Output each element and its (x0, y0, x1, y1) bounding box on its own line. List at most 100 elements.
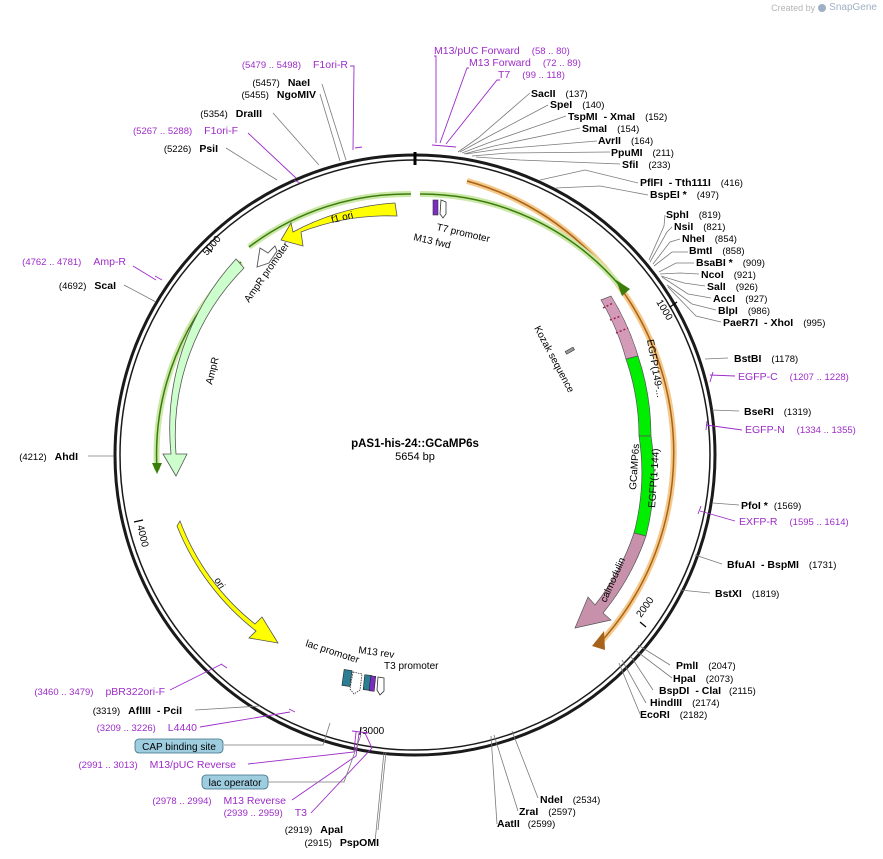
enzyme-sphi: SphI(819) (666, 209, 721, 221)
cap-binding-marker (341, 669, 353, 687)
enzyme-labels: SacII(137) SpeI(140) TspMI- XmaI(152) Sm… (497, 88, 836, 830)
primer-f1ori-r: (5479 .. 5498)F1ori-R (242, 59, 349, 71)
enzyme-acci: AccI(927) (713, 293, 767, 305)
m13-rev-label: M13 rev (358, 645, 395, 661)
enzyme-zrai: ZraI(2597) (519, 806, 576, 818)
backbone-green-arc-top-line (419, 193, 622, 288)
primer-t7: T7(99 .. 118) (498, 69, 565, 81)
enzyme-pflfi: PflFI- Tth111I(416) (640, 177, 743, 189)
t7-promoter-arrow (439, 199, 447, 219)
m13-fwd-marker (432, 199, 439, 216)
calmodulin-arrow (574, 532, 647, 629)
egfp-1144-label: EGFP(1-144) (647, 448, 662, 508)
green-arrow-left-bottom (152, 463, 162, 474)
enzyme-bspdi: BspDI- ClaI(2115) (659, 685, 756, 697)
enzyme-bstbi: BstBI(1178) (734, 353, 798, 365)
primer-l4440: (3209 .. 3226)L4440 (97, 722, 198, 734)
primer-egfp-n: EGFP-N(1334 .. 1355) (745, 424, 856, 436)
primer-labels: M13/pUC Forward(58 .. 80) M13 Forward(72… (22, 45, 856, 819)
ampr-label: AmpR (204, 356, 221, 386)
enzyme-psii: (5226)PsiI (164, 143, 218, 155)
plasmid-size: 5654 bp (395, 451, 435, 463)
enzyme-nhei: NheI(854) (682, 233, 737, 245)
enzyme-ecori: EcoRI(2182) (640, 709, 707, 721)
enzyme-apai: (2919)ApaI (285, 824, 343, 836)
kozak-label: Kozak sequence (531, 324, 576, 395)
ori-label: ori (211, 576, 226, 591)
tick-4000: 4000 (133, 519, 150, 549)
enzyme-bstxi: BstXI(1819) (715, 588, 779, 600)
backbone-green-arc-left-line (248, 193, 412, 248)
primer-m13-forward: M13 Forward(72 .. 89) (469, 57, 581, 69)
enzyme-pspomi: (2915)PspOMI (304, 837, 379, 849)
green-arrow-top-right (616, 280, 630, 296)
enzyme-ndei: NdeI(2534) (540, 794, 600, 806)
gcamp6s-arrowhead (592, 631, 605, 650)
snapgene-logo-icon (818, 3, 827, 12)
egfp-149-hatch-1 (602, 302, 614, 309)
lac-operator-label: lac operator (209, 778, 262, 789)
tick-5000: 5000 (201, 233, 224, 257)
cap-leader (224, 722, 331, 746)
t3-promoter-label: T3 promoter (384, 661, 439, 672)
enzyme-smai: SmaI(154) (582, 123, 639, 135)
enzyme-blpi: BlpI(986) (718, 305, 770, 317)
enzyme-bspei: BspEI *(497) (650, 189, 719, 201)
f1-ori-arrow (280, 202, 398, 247)
enzyme-afliii: (3319)AflIII- PciI (93, 705, 182, 717)
enzyme-ahdi: (4212)AhdI (19, 451, 78, 463)
enzyme-sacii: SacII(137) (531, 88, 588, 100)
lacop-leader (268, 734, 362, 783)
primer-leaders (132, 55, 743, 814)
tick-2000: 2000 (635, 595, 657, 628)
m13-rev-marker (368, 675, 377, 692)
cap-binding-callout: CAP binding site (134, 738, 224, 754)
gcamp6s-label: GCaMP6s (628, 443, 642, 490)
ampr-promoter-label: AmpR promoter (242, 240, 292, 305)
watermark-app: SnapGene (829, 2, 877, 13)
primer-pbr322ori-f: (3460 .. 3479)pBR322ori-F (34, 686, 165, 698)
t3-promoter-arrow (376, 676, 385, 696)
enzyme-draiii: (5354)DraIII (200, 108, 262, 120)
lac-promoter-arrow (349, 671, 363, 695)
enzyme-sfii: SfiI(233) (622, 159, 671, 171)
kozak-marker (564, 346, 575, 355)
enzyme-labels-left: (2919)ApaI (2915)PspOMI (3319)AflIII- Pc… (19, 77, 379, 849)
enzyme-leaders (88, 83, 740, 843)
lac-operator-callout: lac operator (201, 774, 269, 790)
enzyme-aatii: AatII(2599) (497, 818, 555, 830)
primer-m13-reverse: (2978 .. 2994)M13 Reverse (152, 795, 286, 807)
primer-amp-r: (4762 .. 4781)Amp-R (22, 256, 126, 268)
enzyme-ncoi: NcoI(921) (701, 269, 756, 281)
enzyme-bmti: BmtI(858) (689, 245, 745, 257)
watermark-created-by: Created by (771, 2, 816, 13)
primer-m13-puc-reverse: (2991 .. 3013)M13/pUC Reverse (78, 759, 236, 771)
enzyme-tspmi: TspMI- XmaI(152) (568, 111, 667, 123)
tick-label-3000: 3000 (362, 726, 385, 737)
snapgene-watermark: Created by SnapGene (771, 2, 877, 13)
enzyme-hpai: HpaI(2073) (673, 673, 733, 685)
enzyme-ngomiv: (5455)NgoMIV (241, 89, 316, 101)
primer-m13-puc-forward: M13/pUC Forward(58 .. 80) (434, 45, 570, 57)
cap-binding-label: CAP binding site (142, 742, 216, 753)
tick-3000: 3000 (359, 726, 385, 737)
enzyme-sali: SalI(926) (707, 281, 758, 293)
primer-exfp-r: EXFP-R(1595 .. 1614) (739, 516, 849, 528)
enzyme-hindiii: HindIII(2174) (650, 697, 720, 709)
gcamp6s-arc (466, 180, 675, 645)
primer-f1ori-f: (5267 .. 5288)F1ori-F (133, 125, 238, 137)
enzyme-ppumi: PpuMI(211) (611, 147, 674, 159)
f1-ori-label: f1 ori (330, 210, 354, 226)
enzyme-bseri: BseRI(1319) (744, 406, 811, 418)
ampr-arrow (162, 258, 245, 477)
enzyme-bfuai: BfuAI- BspMI(1731) (727, 559, 836, 571)
lac-promoter-label: lac promoter (304, 638, 361, 666)
enzyme-avrii: AvrII(164) (598, 135, 653, 147)
primer-egfp-c: EGFP-C(1207 .. 1228) (738, 371, 849, 383)
plasmid-name: pAS1-his-24::GCaMP6s (351, 438, 479, 450)
enzyme-pmli: PmlI(2047) (676, 660, 736, 672)
enzyme-bsabi: BsaBI *(909) (696, 257, 765, 269)
tick-label-4000: 4000 (134, 524, 150, 549)
tick-label-5000: 5000 (201, 233, 224, 257)
